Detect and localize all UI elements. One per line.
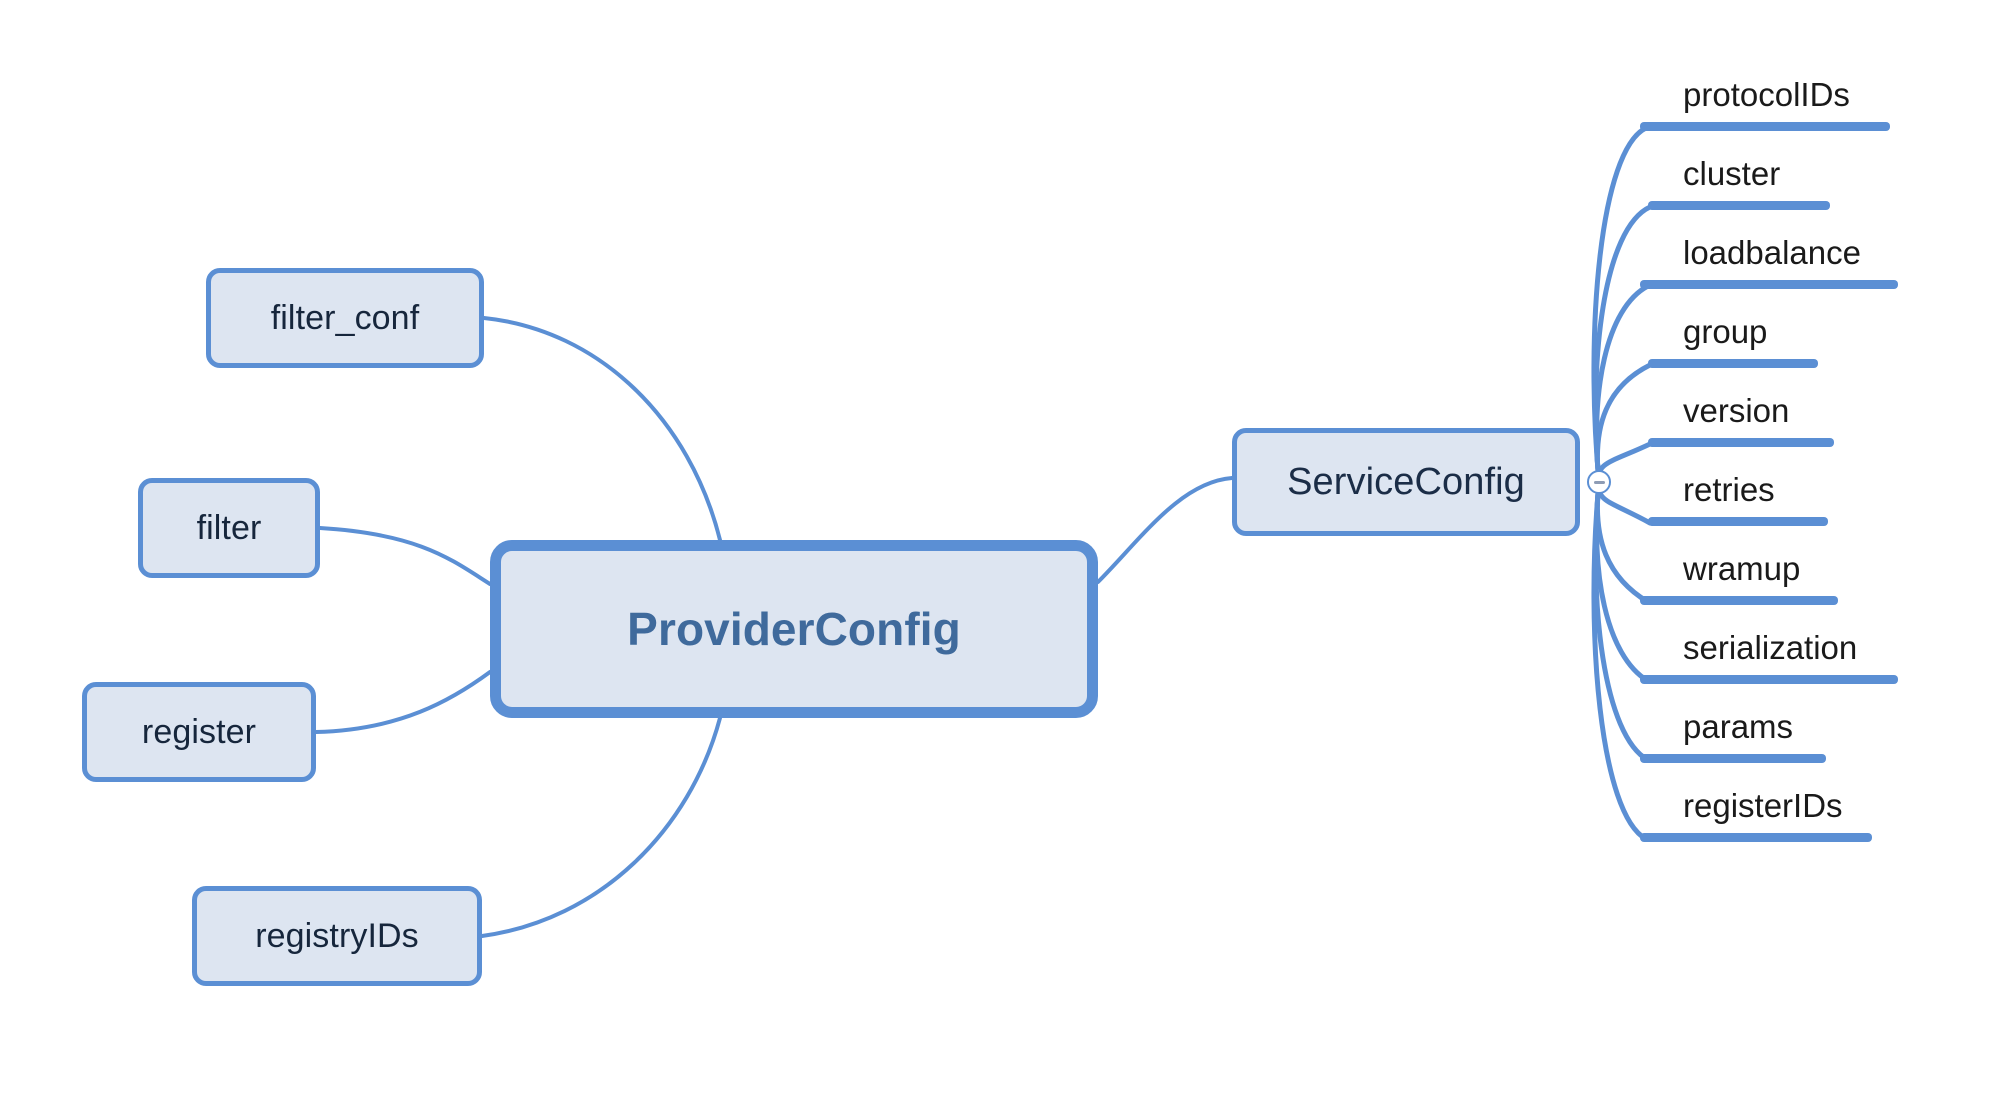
leaf-underline-bar	[1640, 675, 1898, 684]
minus-icon	[1593, 480, 1605, 484]
leaf-node-wramup[interactable]: wramup	[1640, 550, 1838, 605]
leaf-label: loadbalance	[1683, 234, 1861, 271]
left-node-label: filter_conf	[270, 298, 420, 337]
edge-root-left-2	[314, 670, 492, 734]
leaf-label: cluster	[1683, 155, 1781, 192]
leaf-label: retries	[1683, 471, 1775, 508]
left-node-register[interactable]: register	[82, 682, 316, 782]
leaf-underline-bar	[1640, 280, 1898, 289]
leaf-node-protocolids[interactable]: protocolIDs	[1640, 76, 1890, 131]
left-node-label: register	[141, 712, 257, 751]
leaf-label: protocolIDs	[1683, 76, 1850, 113]
edge-branch-leaf-7	[1594, 479, 1651, 684]
edge-branch-leaf-8	[1593, 479, 1651, 763]
leaf-underline-bar	[1640, 754, 1826, 763]
leaf-node-cluster[interactable]: cluster	[1648, 155, 1830, 210]
edge-root-left-0	[482, 316, 722, 542]
leaf-label: params	[1683, 708, 1794, 745]
leaf-label: wramup	[1683, 550, 1801, 587]
left-node-filter-conf[interactable]: filter_conf	[206, 268, 484, 368]
leaf-label: version	[1683, 392, 1790, 429]
edge-root-left-3	[480, 716, 722, 938]
leaf-underline-bar	[1648, 359, 1818, 368]
leaf-node-group[interactable]: group	[1648, 313, 1818, 368]
leaf-underline-bar	[1648, 438, 1834, 447]
leaf-label: group	[1683, 313, 1768, 350]
left-node-registryids[interactable]: registryIDs	[192, 886, 482, 986]
edge-branch-leaf-9	[1591, 479, 1649, 842]
leaf-label: registerIDs	[1683, 787, 1843, 824]
branch-node-serviceconfig[interactable]: ServiceConfig	[1232, 428, 1580, 536]
leaf-node-params[interactable]: params	[1640, 708, 1826, 763]
left-node-label: registryIDs	[255, 916, 419, 955]
left-node-label: filter	[196, 508, 262, 547]
root-node-providerconfig[interactable]: ProviderConfig	[490, 540, 1098, 718]
edge-branch-leaf-6	[1594, 479, 1651, 605]
leaf-underline-bar	[1648, 517, 1828, 526]
leaf-node-retries[interactable]: retries	[1648, 471, 1828, 526]
leaf-underline-bar	[1648, 201, 1830, 210]
edge-root-branch-0	[1096, 476, 1234, 584]
leaf-underline-bar	[1640, 122, 1890, 131]
left-node-filter[interactable]: filter	[138, 478, 320, 578]
edge-branch-leaf-1	[1593, 204, 1653, 485]
leaf-underline-bar	[1640, 596, 1838, 605]
leaf-node-registerids[interactable]: registerIDs	[1640, 787, 1872, 842]
leaf-underline-bar	[1640, 833, 1872, 842]
edges-root-to-branch	[1096, 476, 1234, 584]
collapse-toggle-icon[interactable]	[1587, 470, 1611, 494]
leaf-node-loadbalance[interactable]: loadbalance	[1640, 234, 1898, 289]
leaf-node-serialization[interactable]: serialization	[1640, 629, 1898, 684]
edge-root-left-1	[318, 526, 492, 586]
leaf-node-version[interactable]: version	[1648, 392, 1834, 447]
edge-branch-leaf-0	[1591, 125, 1649, 485]
edge-branch-leaf-3	[1594, 362, 1653, 485]
leaf-label: serialization	[1683, 629, 1858, 666]
edge-branch-leaf-2	[1594, 283, 1651, 485]
